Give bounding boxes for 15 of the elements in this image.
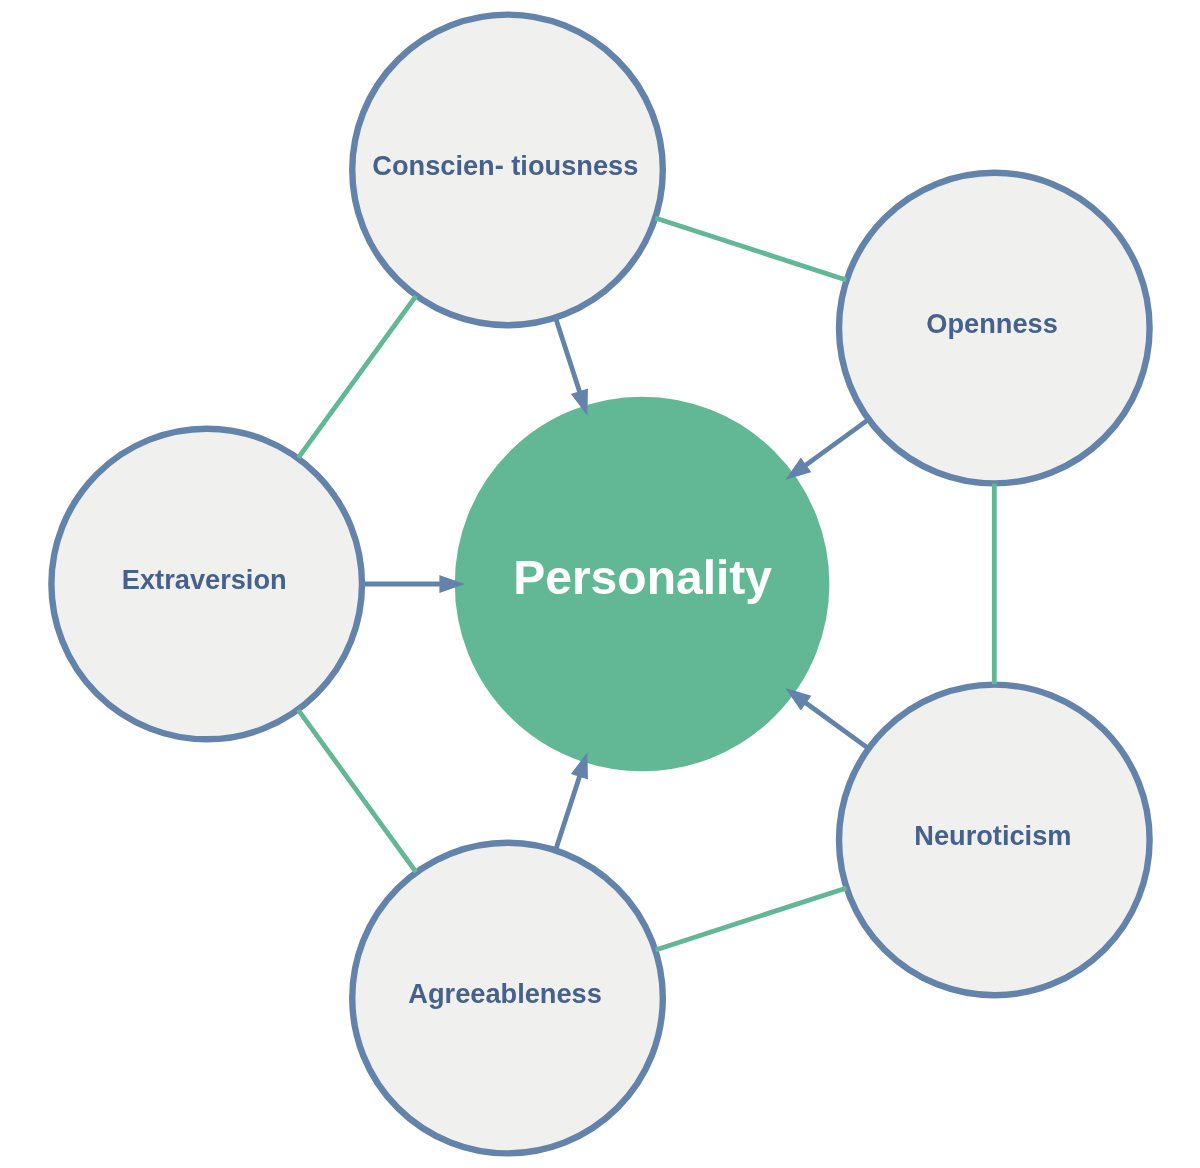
connector <box>654 215 847 283</box>
arrow <box>552 316 588 416</box>
node-circle: Neuroticism <box>835 681 1153 999</box>
arrow <box>552 752 588 852</box>
node-circle: Agreeableness <box>348 839 666 1157</box>
node-circle: Personality <box>454 396 829 772</box>
connector <box>295 294 418 460</box>
arrow <box>784 417 870 480</box>
connector <box>991 483 997 685</box>
node-circle: Conscien- tiousness <box>348 11 666 329</box>
node-circle: Openness <box>835 169 1153 487</box>
connector <box>654 885 847 953</box>
connector <box>295 708 418 874</box>
arrow <box>784 688 870 751</box>
node-circle: Extraversion <box>47 425 365 743</box>
